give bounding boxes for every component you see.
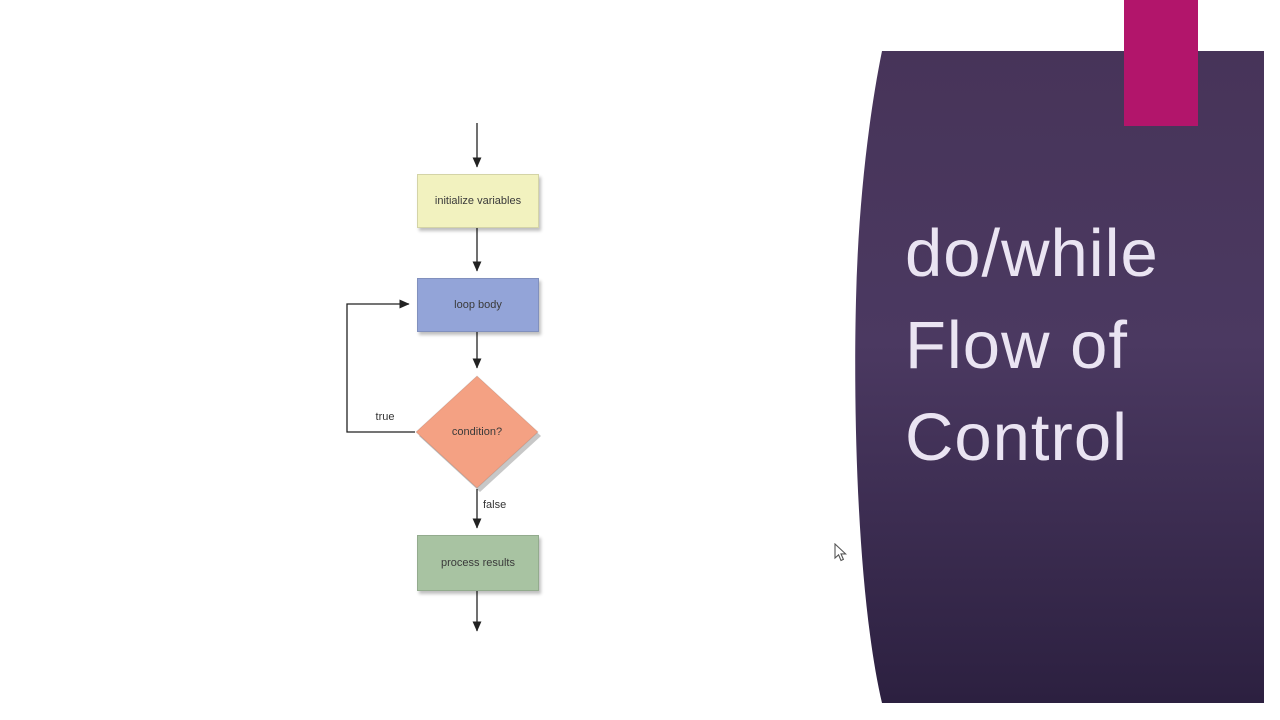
flowchart-node-process-results: process results [417,535,539,591]
flowchart-node-condition-label: condition? [451,426,503,438]
edge-label-false: false [483,499,507,511]
flowchart-node-loop-body: loop body [417,278,539,332]
decision-diamond [415,375,539,489]
flowchart-node-condition: condition? [417,418,537,446]
side-panel [855,51,1264,703]
flowchart-node-initialize-label: initialize variables [434,195,522,207]
slide-title-line-1: do/while [905,216,1159,291]
slide-title: do/while Flow of Control [905,208,1250,484]
edge-condition-true-loopback [346,299,415,433]
flowchart-connectors [346,123,482,632]
accent-tab [1124,0,1198,126]
flowchart-node-initialize: initialize variables [417,174,539,228]
flowchart-node-loop-body-label: loop body [454,299,502,311]
mouse-cursor-icon [834,542,850,568]
flowchart-node-process-results-label: process results [441,557,515,569]
slide-title-line-3: Control [905,400,1128,475]
slide-title-line-2: Flow of [905,308,1128,383]
edge-label-true: true [375,411,395,423]
